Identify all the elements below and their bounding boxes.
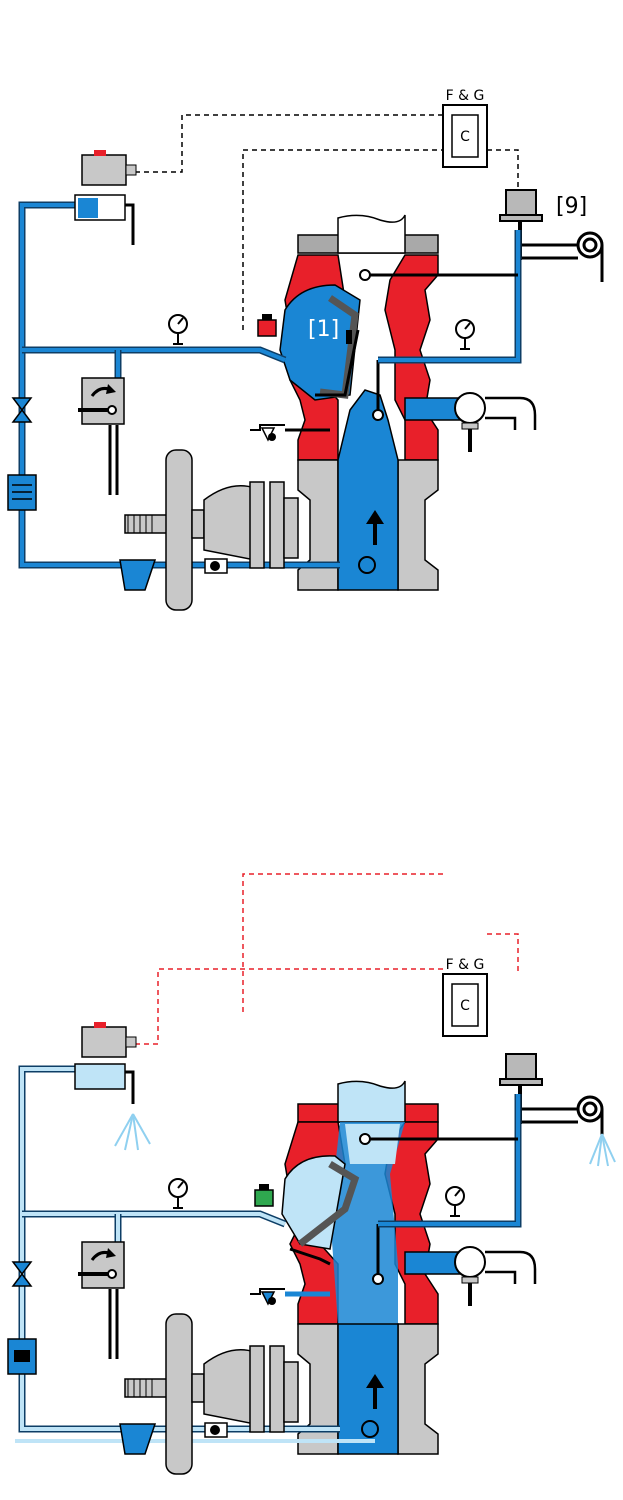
strainer-icon	[7, 1338, 37, 1375]
drain-valve-icon	[404, 392, 537, 452]
manual-release-icon	[78, 1241, 125, 1289]
manual-actuator-icon	[254, 1184, 274, 1207]
solenoid-valve-icon	[74, 150, 137, 245]
alarm-line-trim	[520, 1095, 604, 1139]
ball-valve-icon	[11, 1261, 33, 1287]
fire-gas-controller: F & G C	[442, 957, 488, 1037]
pressure-gauge-icon	[168, 314, 188, 345]
controller-label: F & G	[446, 957, 485, 973]
pipe-junction	[361, 1420, 379, 1438]
controller-letter: C	[460, 129, 470, 145]
pressure-gauge-icon	[445, 1186, 465, 1217]
strainer-icon	[7, 474, 37, 511]
manual-actuator-icon	[257, 314, 277, 337]
handwheel-icon	[124, 1313, 299, 1475]
pressure-gauge-icon	[455, 319, 475, 350]
water-spray-icon	[114, 1113, 151, 1151]
drain-valve-icon	[404, 1246, 537, 1306]
valve-set-panel: F & G C [9]	[7, 88, 604, 611]
ball-valve-icon	[204, 558, 228, 574]
check-valve-icon	[250, 424, 330, 442]
controller-letter: C	[460, 998, 470, 1014]
priming-chamber	[281, 1155, 360, 1266]
callout-pressure-switch: [9]	[556, 194, 587, 219]
manual-release-icon	[78, 377, 125, 425]
handwheel-icon	[124, 449, 299, 611]
signal-lines	[135, 114, 519, 330]
pressure-switch-icon	[499, 1053, 543, 1124]
pipe-junction	[358, 556, 376, 574]
callout-priming-chamber: [1]	[308, 317, 339, 342]
strainer-icon	[119, 559, 157, 591]
ball-valve-icon	[11, 397, 33, 423]
strainer-icon	[119, 1423, 157, 1455]
valve-open-panel: F & G C	[7, 873, 616, 1475]
controller-label: F & G	[446, 88, 485, 104]
solenoid-valve-icon	[74, 1022, 137, 1104]
pressure-gauge-icon	[168, 1178, 188, 1209]
check-valve-icon	[250, 1288, 330, 1306]
fire-gas-controller: F & G C	[442, 88, 488, 168]
ball-valve-icon	[204, 1422, 228, 1438]
alarm-line-trim	[520, 231, 604, 282]
water-spray-icon	[589, 1133, 616, 1167]
signal-lines	[135, 873, 519, 1045]
priming-chamber	[279, 284, 361, 401]
